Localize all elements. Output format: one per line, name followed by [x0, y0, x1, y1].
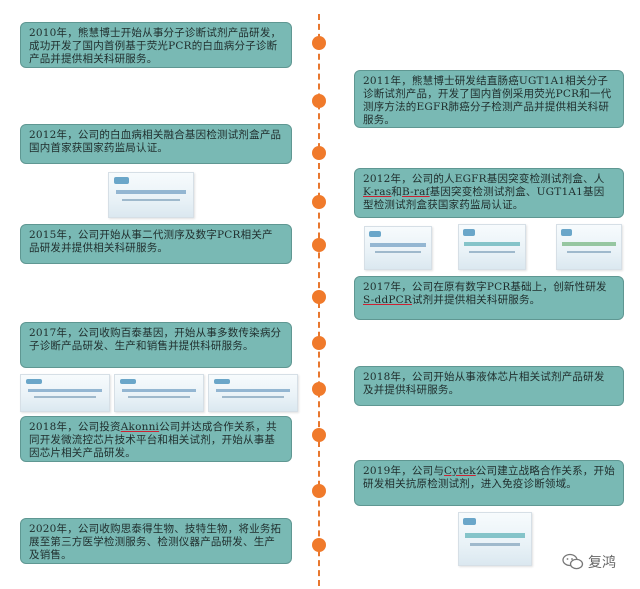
timeline-dot [312, 428, 326, 442]
timeline-dot [312, 336, 326, 350]
event-2010: 2010年，熊慧博士开始从事分子诊断试剂产品研发，成功开发了国内首例基于荧光PC… [20, 22, 292, 68]
gene-name: K-ras [363, 186, 392, 198]
event-text: 公司并达成合作关系，共同开发微流控芯片技术平台和相关试剂，开始从事基因芯片相关产… [29, 421, 277, 459]
product-kit-image [20, 374, 110, 412]
company-name: Akonni [120, 421, 160, 433]
product-name: S-ddPCR [363, 294, 412, 306]
event-text: 基因突变检测试剂盒、UGT1A1基因型检测试剂盒获国家药监局认证。 [363, 186, 605, 211]
company-name: Cytek [444, 465, 476, 477]
event-text: 2012年，公司的人EGFR基因突变检测试剂盒、人 [363, 173, 605, 185]
product-kit-image [556, 224, 622, 270]
timeline-dot [312, 538, 326, 552]
event-text: 2010年，熊慧博士开始从事分子诊断试剂产品研发，成功开发了国内首例基于荧光PC… [29, 27, 282, 65]
event-2012-egfr: 2012年，公司的人EGFR基因突变检测试剂盒、人K-ras和B-raf基因突变… [354, 168, 624, 218]
product-kit-image [364, 226, 432, 270]
timeline-dot [312, 36, 326, 50]
product-kit-image [114, 374, 204, 412]
event-2019: 2019年，公司与Cytek公司建立战略合作关系，开始研发相关抗原检测试剂，进入… [354, 460, 624, 506]
event-2018-akonni: 2018年，公司投资Akonni公司并达成合作关系，共同开发微流控芯片技术平台和… [20, 416, 292, 462]
event-text: 2019年，公司与 [363, 465, 445, 477]
timeline-dot [312, 382, 326, 396]
event-text: 2018年，公司开始从事液体芯片相关试剂产品研发及并提供科研服务。 [363, 371, 605, 396]
wechat-icon [562, 553, 584, 570]
event-2017-sddpcr: 2017年，公司在原有数字PCR基础上，创新性研发S-ddPCR试剂并提供相关科… [354, 276, 624, 320]
event-text: 2017年，公司在原有数字PCR基础上，创新性研发 [363, 281, 607, 293]
product-kit-image [208, 374, 298, 412]
watermark: 复鸿 [562, 552, 616, 572]
timeline-dot [312, 484, 326, 498]
event-2018-liquid-chip: 2018年，公司开始从事液体芯片相关试剂产品研发及并提供科研服务。 [354, 366, 624, 406]
event-text: 和 [391, 186, 402, 198]
event-text: 2015年，公司开始从事二代测序及数字PCR相关产品研发并提供相关科研服务。 [29, 229, 273, 254]
timeline-dot [312, 290, 326, 304]
event-2011: 2011年，熊慧博士研发结直肠癌UGT1A1相关分子诊断试剂产品，开发了国内首例… [354, 70, 624, 128]
timeline-dot [312, 146, 326, 160]
event-text: 2012年，公司的白血病相关融合基因检测试剂盒产品国内首家获国家药监局认证。 [29, 129, 282, 154]
event-text: 2011年，熊慧博士研发结直肠癌UGT1A1相关分子诊断试剂产品，开发了国内首例… [363, 75, 612, 126]
product-kit-image [458, 224, 526, 270]
watermark-label: 复鸿 [588, 555, 616, 571]
event-text: 2017年，公司收购百泰基因，开始从事多数传染病分子诊断产品研发、生产和销售并提… [29, 327, 282, 352]
event-text: 2020年，公司收购思泰得生物、技特生物，将业务拓展至第三方医学检测服务、检测仪… [29, 523, 282, 561]
timeline-dot [312, 238, 326, 252]
event-2012-leukemia: 2012年，公司的白血病相关融合基因检测试剂盒产品国内首家获国家药监局认证。 [20, 124, 292, 164]
timeline-dot [312, 94, 326, 108]
event-2020: 2020年，公司收购思泰得生物、技特生物，将业务拓展至第三方医学检测服务、检测仪… [20, 518, 292, 564]
event-2015: 2015年，公司开始从事二代测序及数字PCR相关产品研发并提供相关科研服务。 [20, 224, 292, 264]
product-kit-image [108, 172, 194, 218]
product-kit-image [458, 512, 532, 566]
timeline-dot [312, 195, 326, 209]
event-text: 试剂并提供相关科研服务。 [411, 294, 541, 306]
gene-name: B-raf [402, 186, 430, 198]
event-text: 公司建立战略合作关系，开始研发相关抗原检测试剂，进入免疫诊断领域。 [363, 465, 615, 490]
event-2017-acquisition: 2017年，公司收购百泰基因，开始从事多数传染病分子诊断产品研发、生产和销售并提… [20, 322, 292, 368]
event-text: 2018年，公司投资 [29, 421, 121, 433]
